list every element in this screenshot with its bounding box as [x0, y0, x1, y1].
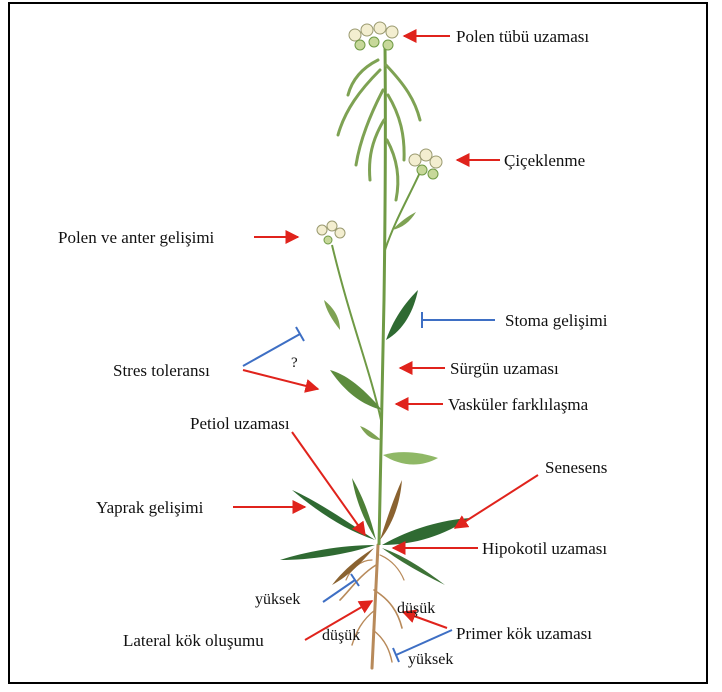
label-stoma: Stoma gelişimi — [505, 312, 607, 329]
label-vaskuler: Vasküler farklılaşma — [448, 396, 588, 413]
label-primer-kok: Primer kök uzaması — [456, 625, 592, 642]
label-surgun: Sürgün uzaması — [450, 360, 559, 377]
label-hipokotil: Hipokotil uzaması — [482, 540, 607, 557]
side-branch-right — [385, 168, 422, 250]
label-polen-tubu: Polen tübü uzaması — [456, 28, 589, 45]
label-yaprak: Yaprak gelişimi — [96, 499, 203, 516]
label-senesens: Senesens — [545, 459, 607, 476]
label-polen-anter: Polen ve anter gelişimi — [58, 229, 214, 246]
left-inflorescence — [317, 221, 345, 244]
label-lateral-kok: Lateral kök oluşumu — [123, 632, 264, 649]
label-yuksek-lateral: yüksek — [255, 592, 300, 608]
arrow-senesens — [455, 475, 538, 528]
label-stres: Stres toleransı — [113, 362, 210, 379]
rosette-leaves — [280, 478, 470, 585]
label-dusuk-primer: düşük — [397, 601, 435, 617]
label-ciceklenme: Çiçeklenme — [504, 152, 585, 169]
arrow-stres-up — [243, 370, 318, 389]
label-dusuk-lateral: düşük — [322, 628, 360, 644]
top-inflorescence — [349, 22, 398, 50]
label-yuksek-primer: yüksek — [408, 652, 453, 668]
label-petiol: Petiol uzaması — [190, 415, 290, 432]
inhibit-lateral-yuksek — [323, 580, 355, 602]
plant-illustration — [280, 22, 470, 668]
siliques — [338, 60, 420, 200]
label-question: ? — [291, 356, 298, 371]
right-inflorescence — [409, 149, 442, 179]
